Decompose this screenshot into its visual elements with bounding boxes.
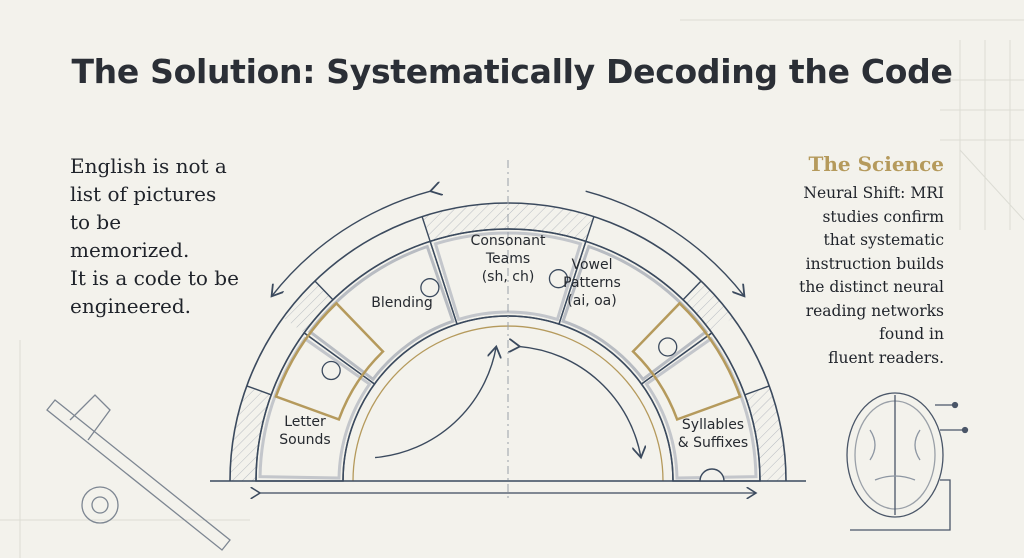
gold-puzzle-piece xyxy=(274,301,385,422)
intro-line: memorized. xyxy=(70,238,190,262)
science-line: fluent readers. xyxy=(828,348,944,367)
piece-label: Vowel xyxy=(571,257,612,273)
brain-scan-icon xyxy=(846,392,969,531)
intro-line: to be xyxy=(70,210,122,234)
hatched-band xyxy=(744,385,786,481)
puzzle-knob xyxy=(420,278,440,298)
puzzle-knob xyxy=(321,360,341,381)
piece-label: Syllables xyxy=(682,417,744,433)
science-heading: The Science xyxy=(808,152,945,176)
band-divider xyxy=(246,385,272,396)
science-line: studies confirm xyxy=(822,207,944,226)
puzzle-piece-outline xyxy=(258,336,372,480)
intro-line: It is a code to be xyxy=(70,266,239,290)
outer-arrow-right xyxy=(585,190,745,296)
band-divider xyxy=(585,216,595,242)
science-line: instruction builds xyxy=(805,254,944,273)
puzzle-knob xyxy=(548,269,569,289)
band-divider xyxy=(682,280,702,301)
science-line: found in xyxy=(879,325,944,343)
intro-text: English is not a list of pictures to be … xyxy=(70,152,270,320)
intro-line: engineered. xyxy=(70,294,192,318)
inner-arrow-left xyxy=(374,347,496,459)
science-line: the distinct neural xyxy=(799,278,944,296)
intro-line: list of pictures xyxy=(70,182,217,206)
science-panel: The Science Neural Shift: MRI studies co… xyxy=(744,152,944,370)
science-line: reading networks xyxy=(805,301,944,320)
puzzle-knob xyxy=(699,468,725,482)
band-divider xyxy=(744,385,770,396)
outer-arrow-left xyxy=(272,191,431,296)
inner-arrow-right xyxy=(520,347,641,458)
page-title: The Solution: Systematically Decoding th… xyxy=(71,52,953,91)
piece-label: Teams xyxy=(485,251,530,267)
gold-puzzle-piece xyxy=(631,301,742,422)
hatched-band xyxy=(230,385,272,481)
piece-label: (ai, oa) xyxy=(567,293,616,309)
piece-label: Letter xyxy=(284,414,326,430)
puzzle-piece-outline xyxy=(644,336,758,480)
piece-label: (sh, ch) xyxy=(482,269,535,285)
blueprint-grid xyxy=(0,19,1024,558)
calipers-icon xyxy=(46,394,231,551)
piece-label: Sounds xyxy=(279,432,330,448)
puzzle-knob xyxy=(658,337,678,357)
intro-line: English is not a xyxy=(70,154,227,178)
science-line: that systematic xyxy=(823,231,944,249)
piece-label: & Suffixes xyxy=(678,435,748,451)
hatched-band xyxy=(683,281,733,333)
hatched-band xyxy=(422,203,594,242)
science-line: Neural Shift: MRI xyxy=(803,184,944,202)
piece-label: Patterns xyxy=(563,275,621,291)
piece-label: Consonant xyxy=(471,233,546,249)
piece-label: Blending xyxy=(371,295,433,311)
